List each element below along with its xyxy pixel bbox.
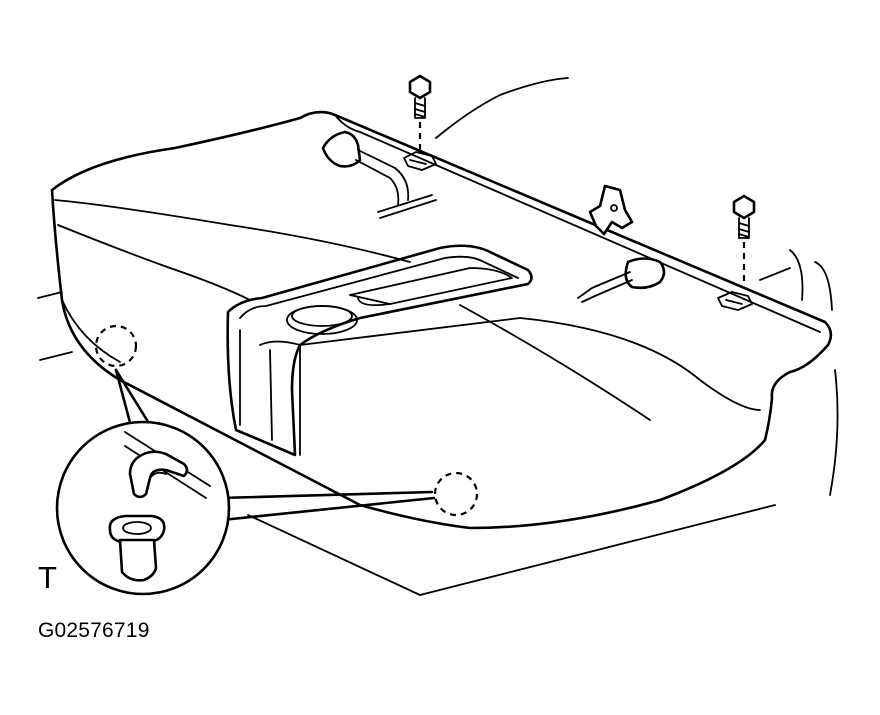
clip-location-marker-right: [433, 471, 479, 517]
background-lines: [37, 77, 839, 596]
corner-mark-label: T: [38, 560, 57, 595]
bolt-right: [717, 194, 756, 311]
center-console: [226, 244, 533, 457]
callout-leader: [114, 368, 436, 522]
grommet-icon: [108, 514, 166, 582]
seat-belt-buckle-right: [577, 257, 666, 303]
bolt-left: [403, 74, 437, 171]
mounting-bracket: [588, 184, 634, 236]
clip-icon: [124, 431, 211, 499]
detail-callout: [55, 420, 231, 596]
clip-location-marker-left: [94, 324, 138, 368]
figure-id-label: G02576719: [38, 619, 150, 642]
seat-belt-buckle-left: [321, 130, 437, 219]
